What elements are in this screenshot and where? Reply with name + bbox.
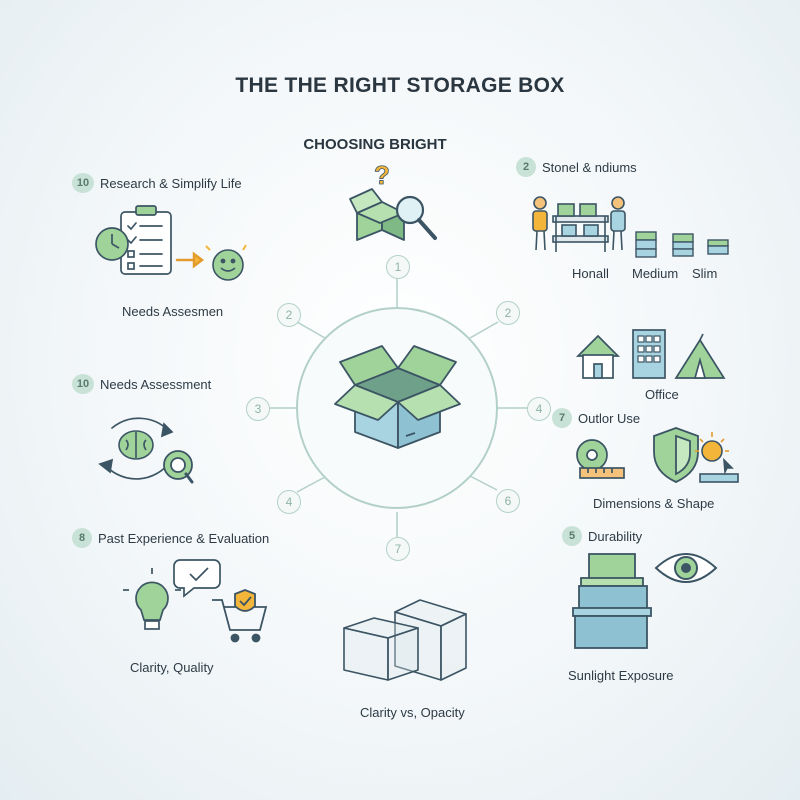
medium-boxes-icon: [635, 231, 657, 258]
bottom-caption: Clarity vs, Opacity: [360, 705, 465, 720]
open-box-icon: [334, 345, 461, 449]
wheel-node-2-left: 2: [277, 303, 301, 327]
location-caption: Office: [645, 387, 679, 402]
research-label: Research & Simplify Life: [100, 175, 242, 191]
past-caption: Clarity, Quality: [130, 660, 214, 675]
wheel-node-1: 1: [386, 255, 410, 279]
office-building-icon: [632, 329, 666, 379]
dimensions-caption: Dimensions & Shape: [593, 496, 715, 511]
wheel-node-4-left: 4: [277, 490, 301, 514]
wheel-node-7: 7: [386, 537, 410, 561]
durability-caption: Sunlight Exposure: [568, 668, 674, 683]
outdoor-badge: 7: [552, 408, 572, 428]
past-heading: 8 Past Experience & Evaluation: [72, 528, 269, 548]
outdoor-label: Outlor Use: [578, 410, 641, 426]
arrow-right-icon: [175, 251, 205, 269]
sizes-label: Stonel & ndiums: [542, 159, 637, 175]
wheel-node-6: 6: [496, 489, 520, 513]
shield-icon: [653, 427, 699, 483]
wheel-node-3: 3: [246, 397, 270, 421]
durability-label: Durability: [588, 528, 643, 544]
page-title: THE THE RIGHT STORAGE BOX: [235, 74, 565, 97]
sizes-badge: 2: [516, 157, 536, 177]
lightbulb-icon: [123, 568, 181, 630]
durability-badge: 5: [562, 526, 582, 546]
past-label: Past Experience & Evaluation: [98, 530, 270, 546]
sizes-heading: 2 Stonel & ndiums: [516, 157, 637, 177]
durability-heading: 5 Durability: [562, 526, 642, 546]
spoke-lower-right: [469, 475, 498, 491]
needs-badge: 10: [72, 374, 94, 394]
size-option-slim: Slim: [692, 266, 718, 281]
spoke-upper-left: [296, 321, 326, 339]
clock-icon: [95, 227, 129, 261]
spoke-upper-right: [469, 321, 499, 339]
magnifier-icon: [395, 195, 425, 225]
tent-icon: [674, 333, 726, 379]
smiley-icon: [205, 244, 247, 281]
eye-icon: [654, 553, 718, 583]
past-badge: 8: [72, 528, 92, 548]
subtitle: CHOOSING BRIGHT: [303, 136, 447, 153]
spoke-lower-left: [296, 476, 326, 493]
size-option-medium: Medium: [632, 266, 679, 281]
needs-heading: 10 Needs Assessment: [72, 374, 211, 394]
chat-check-icon: [173, 559, 221, 598]
research-caption: Needs Assesmen: [122, 304, 224, 319]
wheel-node-2-right: 2: [496, 301, 520, 325]
needs-label: Needs Assessment: [100, 376, 212, 392]
tape-measure-icon: [576, 439, 625, 479]
sun-icon: [695, 432, 739, 483]
research-heading: 10 Research & Simplify Life: [72, 173, 242, 193]
cart-icon: [212, 589, 268, 643]
house-icon: [575, 334, 621, 379]
stacked-boxes-icon: [572, 553, 652, 649]
magnifier-icon: [163, 450, 194, 484]
slim-boxes-icon: [672, 233, 729, 257]
wheel-node-4-right: 4: [527, 397, 551, 421]
size-option-small: Honall: [572, 266, 609, 281]
question-mark-icon: ?: [374, 160, 390, 190]
research-badge: 10: [72, 173, 94, 193]
outdoor-heading: 7 Outlor Use: [552, 408, 640, 428]
